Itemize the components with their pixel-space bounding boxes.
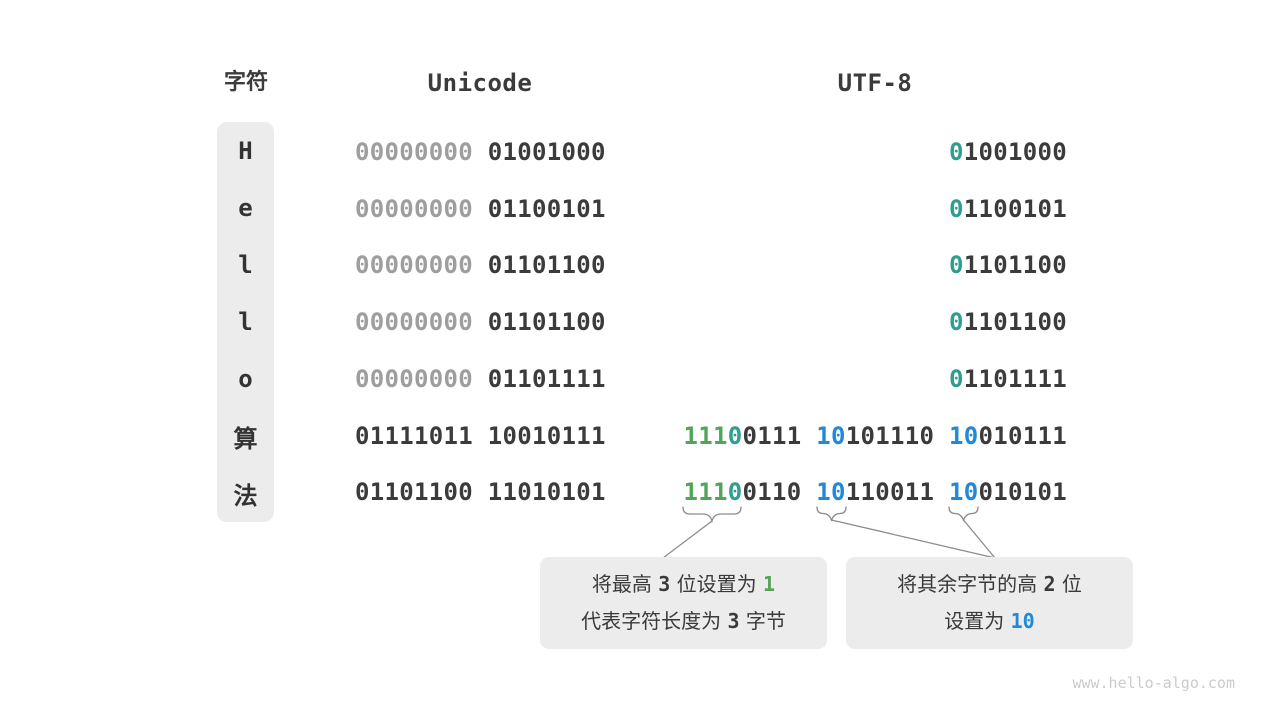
annotation-line: 代表字符长度为 3 字节 — [581, 609, 786, 633]
character-cell: l — [238, 307, 253, 336]
utf8-value: 01101100 — [949, 251, 1067, 279]
character-cell: 算 — [233, 424, 258, 453]
annotation-box-high-bits: 将最高 3 位设置为 1 代表字符长度为 3 字节 — [540, 557, 827, 649]
utf8-value: 01100101 — [949, 195, 1067, 223]
utf8-value: 01101100 — [949, 308, 1067, 336]
underbrace-continuation-byte3 — [948, 506, 979, 522]
character-cell: o — [238, 365, 253, 394]
annotation-box-continuation-bits: 将其余字节的高 2 位 设置为 10 — [846, 557, 1133, 649]
utf8-value: 01101111 — [949, 365, 1067, 393]
underbrace-header-bits — [682, 506, 742, 524]
utf8-value: 11100111 10101110 10010111 — [683, 422, 1067, 450]
utf8-value: 01001000 — [949, 138, 1067, 166]
connector-line-mid — [830, 519, 996, 559]
character-cell: l — [238, 250, 253, 279]
character-cell: e — [238, 193, 253, 222]
connector-line-left — [662, 520, 713, 559]
unicode-value: 01101100 11010101 — [355, 478, 606, 506]
annotation-line: 设置为 10 — [944, 609, 1035, 633]
character-column: H e l l o 算 法 — [217, 122, 274, 522]
connector-line-right — [962, 519, 996, 559]
underbrace-continuation-byte2 — [816, 506, 847, 522]
character-cell: H — [238, 136, 253, 165]
column-header-unicode: Unicode — [427, 69, 533, 97]
unicode-value: 00000000 01101100 — [355, 308, 606, 336]
watermark: www.hello-algo.com — [1072, 674, 1235, 692]
unicode-value: 01111011 10010111 — [355, 422, 606, 450]
unicode-value: 00000000 01100101 — [355, 195, 606, 223]
annotation-line: 将其余字节的高 2 位 — [897, 572, 1082, 596]
column-header-char: 字符 — [223, 70, 268, 95]
character-cell: 法 — [233, 481, 258, 510]
annotation-line: 将最高 3 位设置为 1 — [591, 572, 776, 596]
unicode-value: 00000000 01101100 — [355, 251, 606, 279]
utf8-value: 11100110 10110011 10010101 — [683, 478, 1067, 506]
column-header-utf8: UTF-8 — [837, 69, 913, 97]
unicode-value: 00000000 01001000 — [355, 138, 606, 166]
unicode-value: 00000000 01101111 — [355, 365, 606, 393]
